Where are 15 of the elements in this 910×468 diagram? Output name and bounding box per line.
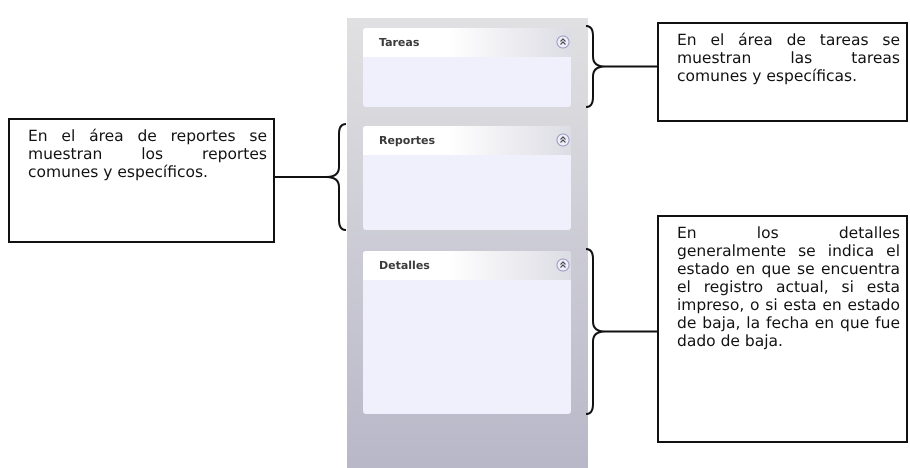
collapsible-panel: [363, 126, 571, 230]
collapsible-panel: [363, 28, 571, 107]
callout-text: En el área de tareas se muestran las tareas comunes y específicas.: [677, 31, 900, 85]
panel-title: Tareas: [379, 36, 420, 49]
callout-box: [657, 215, 908, 443]
sidebar-background: [347, 18, 588, 468]
callout-box: [657, 22, 908, 122]
callout-text: En los detalles generalmente se indica el estado en que se encuentra el registro actual, si esta impreso, o si esta en estado de baja, la fecha en que fue dado de baja.: [677, 224, 900, 350]
panel-title: Detalles: [379, 259, 430, 272]
callout-box: [8, 118, 275, 243]
collapsible-panel: [363, 251, 571, 414]
bracket-connector: [585, 25, 658, 108]
bracket-connector: [274, 123, 347, 231]
callout-text: En el área de reportes se muestran los reportes comunes y específicos.: [28, 127, 267, 181]
panel-title: Reportes: [379, 134, 436, 147]
